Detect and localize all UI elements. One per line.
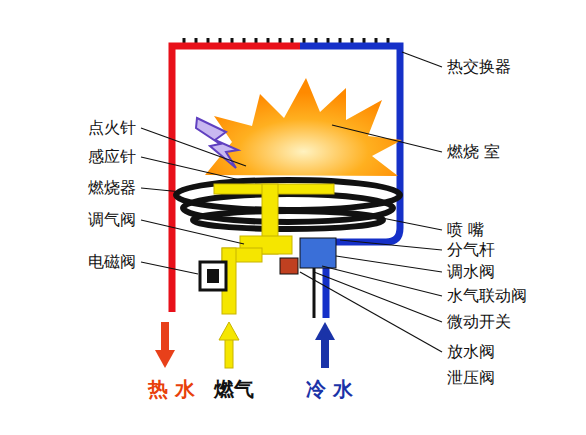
flow-label: 冷 水 <box>306 377 353 401</box>
solenoid-core <box>207 269 219 283</box>
flow-label: 燃气 <box>214 377 254 401</box>
part-label: 水气联动阀 <box>447 286 527 306</box>
water-valve <box>280 238 336 318</box>
part-label: 泄压阀 <box>447 368 495 388</box>
part-label: 放水阀 <box>447 342 495 362</box>
solenoid-valve <box>200 262 226 290</box>
part-label: 微动开关 <box>447 312 511 332</box>
leader-lines <box>141 52 442 352</box>
part-label: 点火针 <box>88 118 136 138</box>
part-label: 感应针 <box>88 147 136 167</box>
part-label: 调气阀 <box>88 210 136 230</box>
part-label: 燃烧 室 <box>447 142 500 162</box>
part-label: 燃烧器 <box>88 178 136 198</box>
burner-coil <box>176 180 400 229</box>
part-label: 热交换器 <box>447 57 511 77</box>
flow-arrows <box>155 322 335 368</box>
part-label: 电磁阀 <box>88 252 136 272</box>
part-label: 喷 嘴 <box>447 220 484 240</box>
part-label: 分气杆 <box>447 240 495 260</box>
part-label: 调水阀 <box>447 262 495 282</box>
flow-label: 热 水 <box>148 377 195 401</box>
